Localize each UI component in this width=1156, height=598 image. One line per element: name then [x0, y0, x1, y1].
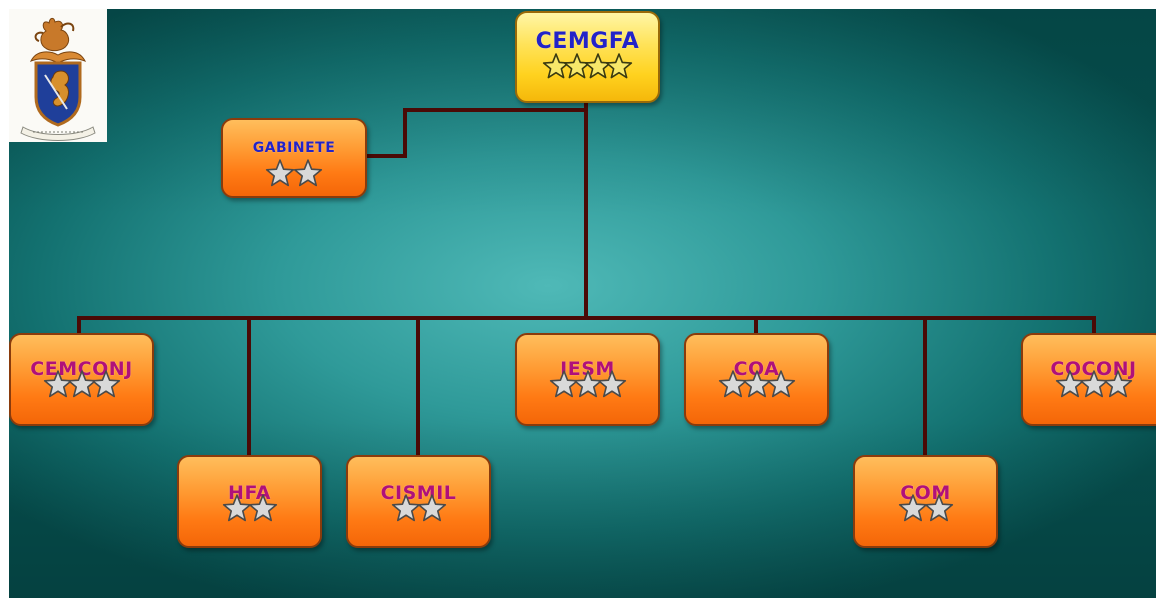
- node-iesm[interactable]: IESM: [515, 333, 660, 426]
- node-hfa-label: HFA: [228, 482, 271, 504]
- node-cismil[interactable]: CISMIL: [346, 455, 491, 548]
- star-icon: [584, 53, 612, 79]
- node-iesm-stars: [517, 369, 658, 398]
- node-coconj[interactable]: COCONJ: [1021, 333, 1156, 426]
- node-coa[interactable]: COA: [684, 333, 829, 426]
- star-icon: [898, 494, 927, 522]
- node-hfa-stars: [179, 493, 320, 522]
- node-gabinete-label: GABINETE: [252, 140, 336, 156]
- star-icon: [417, 494, 446, 522]
- star-icon: [293, 159, 323, 187]
- node-hfa[interactable]: HFA: [177, 455, 322, 548]
- node-cemconj-stars: [11, 369, 152, 398]
- node-cemconj[interactable]: CEMCONJ: [9, 333, 154, 426]
- star-icon: [605, 53, 633, 79]
- node-coconj-label: COCONJ: [1050, 358, 1137, 380]
- node-cemgfa-stars: [517, 52, 658, 79]
- star-icon: [597, 370, 626, 398]
- star-icon: [391, 494, 420, 522]
- star-icon: [766, 370, 795, 398]
- node-iesm-label: IESM: [560, 358, 615, 380]
- star-icon: [563, 53, 591, 79]
- star-icon: [542, 53, 570, 79]
- node-coa-label: COA: [733, 358, 780, 380]
- connector-gabinete: [365, 108, 588, 158]
- node-coconj-stars: [1023, 369, 1156, 398]
- node-com-stars: [855, 493, 996, 522]
- node-gabinete[interactable]: GABINETE: [221, 118, 367, 198]
- node-cemgfa-label: CEMGFA: [535, 29, 640, 54]
- node-cemgfa[interactable]: CEMGFA: [515, 11, 660, 103]
- coat-of-arms-icon: [20, 17, 96, 141]
- node-cismil-stars: [348, 493, 489, 522]
- star-icon: [1103, 370, 1132, 398]
- node-cismil-label: CISMIL: [380, 482, 457, 504]
- logo: [9, 9, 107, 142]
- node-gabinete-stars: [223, 158, 365, 187]
- connector-lines: [77, 99, 1096, 457]
- star-icon: [265, 159, 295, 187]
- node-com[interactable]: COM: [853, 455, 998, 548]
- star-icon: [222, 494, 251, 522]
- star-icon: [924, 494, 953, 522]
- org-chart-canvas: CEMGFA GABINETE CEMCONJ HFA CISMIL IESM …: [9, 9, 1156, 598]
- star-icon: [248, 494, 277, 522]
- star-icon: [91, 370, 120, 398]
- node-coa-stars: [686, 369, 827, 398]
